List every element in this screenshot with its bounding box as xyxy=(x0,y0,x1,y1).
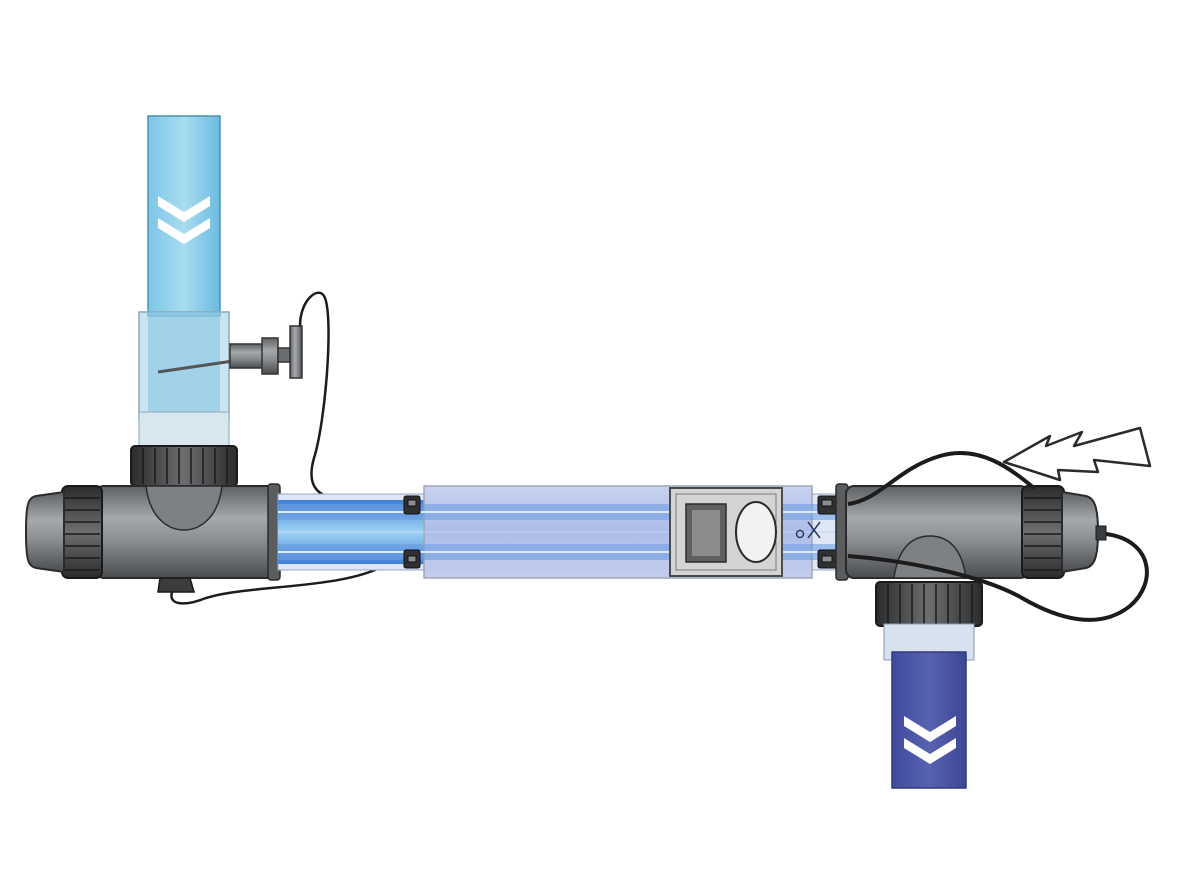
power-cable-bottom xyxy=(847,532,1149,622)
left-bottom-cable xyxy=(170,556,405,605)
lamp-connectors-left xyxy=(403,495,421,569)
flow-down-chevron-icon xyxy=(904,716,956,764)
lightning-bolt-icon xyxy=(1002,426,1152,482)
control-display-box xyxy=(669,487,783,577)
lamp-connectors-right xyxy=(817,495,839,569)
indicator-lens xyxy=(735,501,777,563)
sensor-cable xyxy=(298,291,404,502)
left-tee-housing xyxy=(24,483,281,593)
flow-down-chevron-icon xyxy=(158,196,210,244)
inlet-union-nut xyxy=(130,445,238,487)
outlet-union-nut xyxy=(875,581,983,627)
uv-sensor-probe xyxy=(157,325,303,379)
inlet-pipe xyxy=(138,115,230,453)
right-tee-housing xyxy=(835,483,1107,581)
power-cable-top xyxy=(847,450,1036,506)
outlet-pipe xyxy=(883,623,975,789)
uv-lamp-symbol-icon xyxy=(795,521,821,539)
